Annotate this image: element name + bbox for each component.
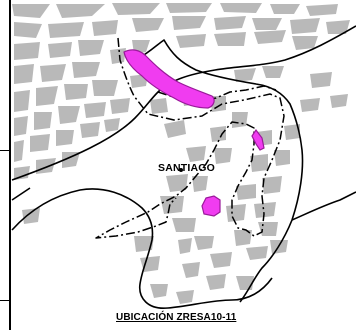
zone-area-north [123,49,215,109]
building-block [104,118,120,132]
building-block [214,16,246,30]
building-block [56,4,105,18]
building-block [206,274,226,290]
building-block [72,62,100,78]
building-block [36,86,58,106]
building-block [62,152,80,168]
building-block [172,218,196,232]
building-blocks [12,3,350,304]
building-block [140,256,160,272]
building-block [182,262,200,278]
building-block [306,4,338,16]
building-block [14,64,34,84]
building-block [36,158,56,174]
building-block [214,148,232,164]
zone-area-east [251,128,265,151]
building-block [14,116,28,136]
location-point [179,168,183,172]
adjacent-panel-edge [0,0,10,330]
building-block [176,34,206,48]
boundary-line [95,37,285,239]
building-block [284,124,300,140]
building-block [34,112,52,130]
building-block [246,246,268,260]
building-block [14,140,24,162]
building-block [310,72,332,88]
zone-area-south [201,195,221,217]
building-block [166,3,212,13]
building-block [326,20,350,34]
building-block [14,22,42,38]
building-block [232,112,248,128]
shoreline-west [11,187,31,201]
building-block [258,222,278,236]
building-block [194,236,214,250]
panel-rule [0,150,10,152]
building-block [14,90,30,112]
shoreline-inner [135,39,304,303]
building-block [112,3,160,15]
map-canvas[interactable] [11,0,356,330]
panel-rule [0,300,10,302]
building-block [110,98,130,114]
building-block [14,166,30,180]
building-block [22,208,40,224]
building-block [210,126,226,142]
building-block [12,4,50,18]
building-block [84,102,106,118]
building-block [48,22,84,38]
building-block [292,36,318,50]
panel-divider [9,0,11,330]
building-block [40,64,66,82]
building-block [150,284,168,298]
building-block [252,18,282,30]
building-block [110,48,126,64]
building-block [92,80,118,96]
building-block [160,196,184,214]
place-label: SANTIAGO [158,162,216,174]
building-block [172,16,206,30]
building-block [274,150,290,166]
building-block [80,122,100,138]
building-block [176,290,194,304]
map-title: UBICACIÓN ZRESA10-11 [116,312,237,323]
building-block [164,120,186,138]
building-block [220,3,262,13]
building-block [64,84,88,100]
building-block [236,184,256,200]
building-block [92,20,118,36]
building-block [330,94,348,108]
building-block [300,98,320,112]
building-block [254,202,276,218]
building-block [214,32,246,46]
building-block [166,174,188,192]
building-block [134,236,154,252]
shoreline-south [11,188,273,309]
building-block [30,134,50,152]
building-block [262,66,284,78]
building-block [234,68,256,82]
building-block [14,42,40,60]
building-block [234,230,252,246]
building-block [58,106,80,124]
building-block [56,130,74,146]
building-block [270,4,300,14]
building-block [290,18,320,34]
building-block [178,238,192,254]
building-block [132,18,164,32]
building-block [210,252,232,268]
peninsula-east [291,191,356,221]
building-block [250,154,268,172]
building-block [78,40,104,56]
map-svg [11,3,356,309]
building-block [48,42,72,58]
zone-polygons [123,49,265,217]
building-block [192,176,208,192]
building-block [186,146,206,162]
building-block [150,98,168,114]
building-block [262,176,282,194]
building-block [254,30,286,44]
building-block [226,204,246,222]
